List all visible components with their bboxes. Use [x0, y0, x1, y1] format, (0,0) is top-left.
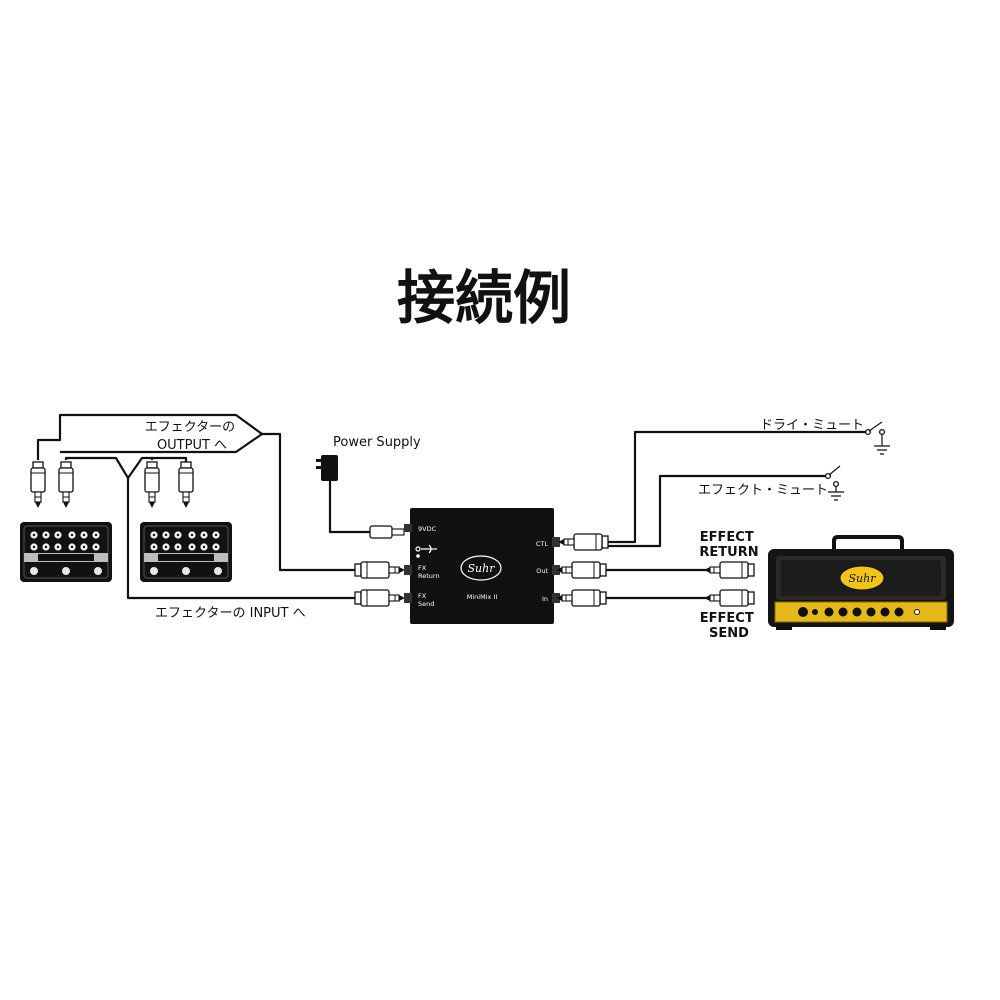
- amp-knobs: [798, 607, 920, 617]
- effect-return-label: EFFECT RETURN: [699, 530, 758, 560]
- dry-mute-switch-icon: [864, 421, 890, 455]
- effect-mute-label: エフェクト・ミュート: [698, 483, 828, 498]
- suhr-logo: Suhr: [460, 555, 502, 581]
- ctl-jack-label: CTL: [536, 540, 549, 548]
- dc-polarity-icon: [415, 544, 437, 558]
- effector-output-label: エフェクターの OUTPUT へ: [145, 420, 240, 453]
- device-model-label: MiniMix II: [467, 593, 498, 601]
- effect-pedal-2: [139, 521, 233, 583]
- power-supply-label: Power Supply: [333, 435, 421, 450]
- page-title: 接続例: [397, 264, 571, 332]
- effect-mute-wire: [608, 474, 826, 548]
- svg-text:Suhr: Suhr: [468, 562, 496, 575]
- effect-send-label: EFFECT SEND: [700, 611, 758, 641]
- effector-input-label: エフェクターの INPUT へ: [155, 606, 306, 621]
- pedal-plugs: [30, 461, 194, 509]
- effector-output-wire: [36, 413, 264, 460]
- fx-return-jack-label: FX Return: [418, 564, 440, 580]
- fx-return-wire: [262, 432, 355, 572]
- amp-plugs: [703, 561, 755, 607]
- dc-plug: [369, 525, 405, 539]
- power-adapter: [316, 455, 338, 481]
- effect-pedal-1: [19, 521, 113, 583]
- dc-jack-label: 9VDC: [418, 525, 437, 533]
- svg-text:Suhr: Suhr: [849, 572, 877, 585]
- amp-suhr-logo: Suhr: [839, 565, 885, 591]
- dry-mute-wire: [608, 430, 866, 544]
- power-cable: [328, 480, 370, 534]
- out-jack-label: Out: [536, 567, 548, 575]
- effect-mute-switch-icon: [824, 465, 844, 501]
- pedal-bridge-wire: [152, 456, 188, 462]
- in-jack-label: In: [542, 595, 548, 603]
- fx-send-jack-label: FX Send: [418, 592, 434, 608]
- dry-mute-label: ドライ・ミュート: [760, 418, 864, 433]
